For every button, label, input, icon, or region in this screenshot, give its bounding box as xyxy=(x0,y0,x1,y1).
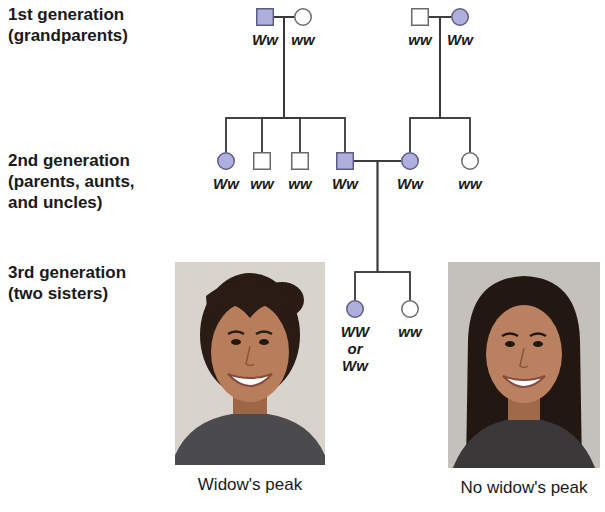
genotype-label: Ww xyxy=(332,175,358,192)
photo-widows-peak xyxy=(175,262,325,465)
square-symbol xyxy=(254,153,271,170)
female-circle: WW or Ww xyxy=(346,300,364,318)
generation-label: 2nd generation (parents, aunts, and uncl… xyxy=(8,150,158,213)
female-circle: Ww xyxy=(401,152,419,170)
smile xyxy=(503,376,545,387)
pedigree-line xyxy=(226,17,284,152)
eye xyxy=(259,339,269,345)
male-square: Ww xyxy=(336,152,354,170)
symbol-outline xyxy=(291,152,309,170)
male-square: ww xyxy=(253,152,271,170)
circle-symbol xyxy=(218,153,235,170)
symbol-outline xyxy=(411,8,429,26)
square-symbol xyxy=(412,9,429,26)
generation-label: 3rd generation (two sisters) xyxy=(8,262,158,304)
symbol-outline xyxy=(401,300,419,318)
pedigree-line xyxy=(284,17,345,152)
male-square: ww xyxy=(411,8,429,26)
genotype-label: Ww xyxy=(252,31,278,48)
eye xyxy=(231,339,241,345)
generation-label: 1st generation (grandparents) xyxy=(8,4,158,46)
genotype-label: ww xyxy=(250,175,273,192)
face xyxy=(486,305,562,403)
square-symbol xyxy=(257,9,274,26)
symbol-outline xyxy=(294,8,312,26)
photo-caption: No widow's peak xyxy=(460,477,587,498)
nose xyxy=(246,346,254,366)
circle-symbol xyxy=(402,301,419,318)
nose xyxy=(520,348,528,368)
genotype-label: Ww xyxy=(397,175,423,192)
eye xyxy=(505,341,515,347)
genotype-label: ww xyxy=(398,323,421,340)
eyebrow xyxy=(256,332,272,335)
eyebrow xyxy=(228,332,244,335)
symbol-outline xyxy=(461,152,479,170)
symbol-outline xyxy=(346,300,364,318)
male-square: ww xyxy=(291,152,309,170)
genotype-label: ww xyxy=(458,175,481,192)
genotype-label: ww xyxy=(288,175,311,192)
symbol-outline xyxy=(256,8,274,26)
circle-symbol xyxy=(462,153,479,170)
symbol-outline xyxy=(253,152,271,170)
female-circle: Ww xyxy=(451,8,469,26)
symbol-outline xyxy=(451,8,469,26)
female-circle: ww xyxy=(294,8,312,26)
eyebrow xyxy=(502,334,518,337)
genotype-label: ww xyxy=(291,31,314,48)
eyebrow xyxy=(530,334,546,337)
hairline xyxy=(482,284,566,330)
photo-caption: Widow's peak xyxy=(198,474,302,495)
circle-symbol xyxy=(452,9,469,26)
female-circle: Ww xyxy=(217,152,235,170)
square-symbol xyxy=(337,153,354,170)
symbol-outline xyxy=(401,152,419,170)
genotype-label: ww xyxy=(408,31,431,48)
circle-symbol xyxy=(347,301,364,318)
symbol-outline xyxy=(336,152,354,170)
genotype-label: WW or Ww xyxy=(339,323,371,374)
symbol-outline xyxy=(217,152,235,170)
circle-symbol xyxy=(402,153,419,170)
shoulders xyxy=(175,414,325,465)
shoulders xyxy=(452,420,596,468)
photo-no-widows-peak xyxy=(448,262,600,468)
genotype-label: Ww xyxy=(447,31,473,48)
genotype-label: Ww xyxy=(213,175,239,192)
eye xyxy=(533,341,543,347)
smile xyxy=(228,374,272,386)
hairline xyxy=(206,279,294,322)
square-symbol xyxy=(292,153,309,170)
circle-symbol xyxy=(295,9,312,26)
male-square: Ww xyxy=(256,8,274,26)
female-circle: ww xyxy=(401,300,419,318)
pedigree-line xyxy=(274,17,345,152)
female-circle: ww xyxy=(461,152,479,170)
